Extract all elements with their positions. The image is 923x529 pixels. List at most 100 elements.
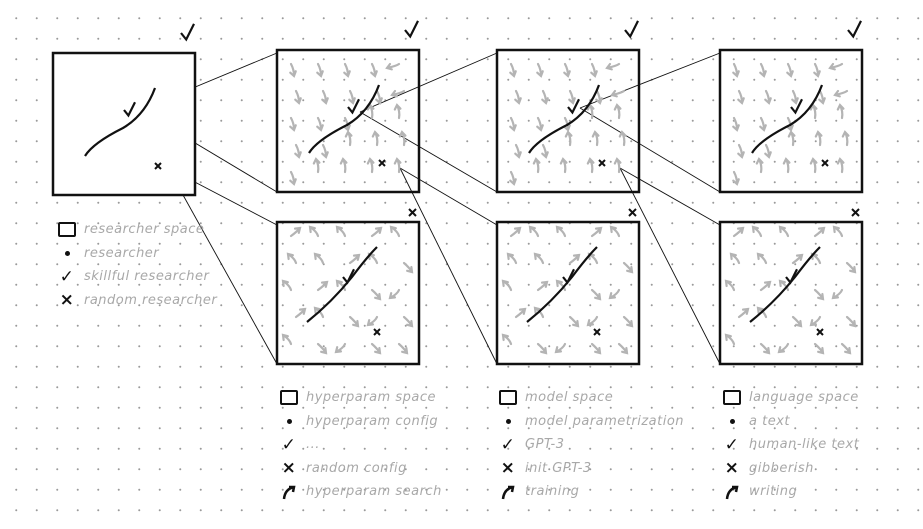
gradient-arrow <box>393 103 402 120</box>
dot-icon <box>721 418 743 424</box>
cross-icon: × <box>281 458 297 479</box>
trajectory-curve <box>84 87 157 157</box>
trajectory-curve <box>526 246 598 323</box>
gradient-arrow <box>555 225 567 238</box>
gradient-arrow <box>366 315 379 327</box>
check-icon: ✓ <box>500 434 516 455</box>
gradient-arrow <box>313 306 325 319</box>
gradient-arrow <box>335 225 347 238</box>
gradient-arrow <box>732 62 740 78</box>
gradient-arrow <box>528 225 540 238</box>
space-box <box>495 220 641 366</box>
gradient-arrow <box>751 225 763 238</box>
legend-label: random researcher <box>84 292 218 308</box>
connector-line <box>167 167 278 365</box>
legend-label: skillful researcher <box>84 269 210 285</box>
gradient-arrow <box>845 261 857 274</box>
gradient-arrow <box>316 280 329 292</box>
gradient-arrow <box>289 62 297 78</box>
gradient-arrow <box>610 89 626 98</box>
gradient-arrow <box>845 315 857 328</box>
connector-line <box>579 107 721 193</box>
gradient-arrow <box>756 252 768 265</box>
square-icon <box>497 390 519 406</box>
connector-line <box>619 167 721 226</box>
gradient-arrow <box>371 130 380 147</box>
gradient-arrow <box>840 342 852 355</box>
dot-icon <box>278 418 300 424</box>
legend-label: model parametrization <box>525 413 685 429</box>
curved-arrow-icon <box>278 484 300 500</box>
gradient-arrow <box>289 116 297 132</box>
check-icon <box>785 268 798 285</box>
legend-item: hyperparam space <box>278 386 442 410</box>
gradient-arrow <box>370 226 383 238</box>
gradient-arrow <box>791 89 799 105</box>
gradient-arrow <box>402 315 414 328</box>
trajectory-curve <box>751 84 824 154</box>
gradient-arrow <box>586 315 599 327</box>
gradient-arrow <box>777 342 790 354</box>
gradient-arrow <box>813 288 825 301</box>
gradient-arrow <box>617 342 629 355</box>
check-icon: ✓ <box>281 434 297 455</box>
gradient-arrow <box>289 170 297 186</box>
space-box <box>718 48 864 194</box>
gradient-arrow <box>564 130 573 147</box>
gradient-arrow <box>501 279 513 292</box>
gradient-arrow <box>841 130 850 147</box>
square-icon <box>56 222 78 238</box>
legend-label: GPT-3 <box>525 437 565 453</box>
legend-item: model parametrization <box>497 410 684 434</box>
gradient-arrow <box>536 280 549 292</box>
gradient-arrow <box>541 143 549 159</box>
legend-item: model space <box>497 386 684 410</box>
gradient-arrow <box>281 279 293 292</box>
gradient-arrow <box>532 157 541 174</box>
gradient-arrow <box>316 62 324 78</box>
legend-item: ✓ GPT-3 <box>497 433 684 457</box>
gradient-arrow <box>814 130 823 147</box>
space-box <box>275 48 421 194</box>
gradient-arrow <box>732 170 740 186</box>
connector-line <box>399 167 498 365</box>
connector-line <box>359 111 498 193</box>
legend-label: gibberish <box>749 460 814 476</box>
gradient-arrow <box>791 253 804 265</box>
gradient-arrow <box>509 226 522 238</box>
legend-label: language space <box>749 390 859 406</box>
check-icon <box>567 98 580 115</box>
gradient-arrow <box>591 130 600 147</box>
gradient-arrow <box>366 157 375 174</box>
legend-item: a text <box>721 410 859 434</box>
gradient-arrow <box>732 226 745 238</box>
gradient-arrow <box>388 288 401 300</box>
cross-icon: × <box>500 458 516 479</box>
gradient-arrow <box>370 62 378 78</box>
legend-label: a text <box>749 413 790 429</box>
legend-item: ✓... <box>278 433 442 457</box>
square-icon <box>278 390 300 406</box>
gradient-arrow <box>375 89 383 105</box>
gradient-arrow <box>590 288 602 301</box>
cross-icon <box>378 159 386 167</box>
gradient-arrow <box>541 89 549 105</box>
cross-icon <box>816 328 824 336</box>
gradient-arrow <box>514 307 527 319</box>
gradient-arrow <box>389 225 401 238</box>
check-icon: ✓ <box>59 266 75 287</box>
connector-line <box>359 52 498 113</box>
check-icon <box>404 20 419 39</box>
gradient-arrow <box>321 89 329 105</box>
trajectory-curve <box>528 84 601 154</box>
gradient-arrow <box>509 116 517 132</box>
gradient-arrow <box>509 170 517 186</box>
trajectory-curve <box>308 84 381 154</box>
gradient-arrow <box>724 279 736 292</box>
gradient-arrow <box>608 288 621 300</box>
gradient-arrow <box>729 252 741 265</box>
space-box <box>51 51 197 197</box>
gradient-arrow <box>622 261 634 274</box>
curved-arrow-icon <box>721 484 743 500</box>
